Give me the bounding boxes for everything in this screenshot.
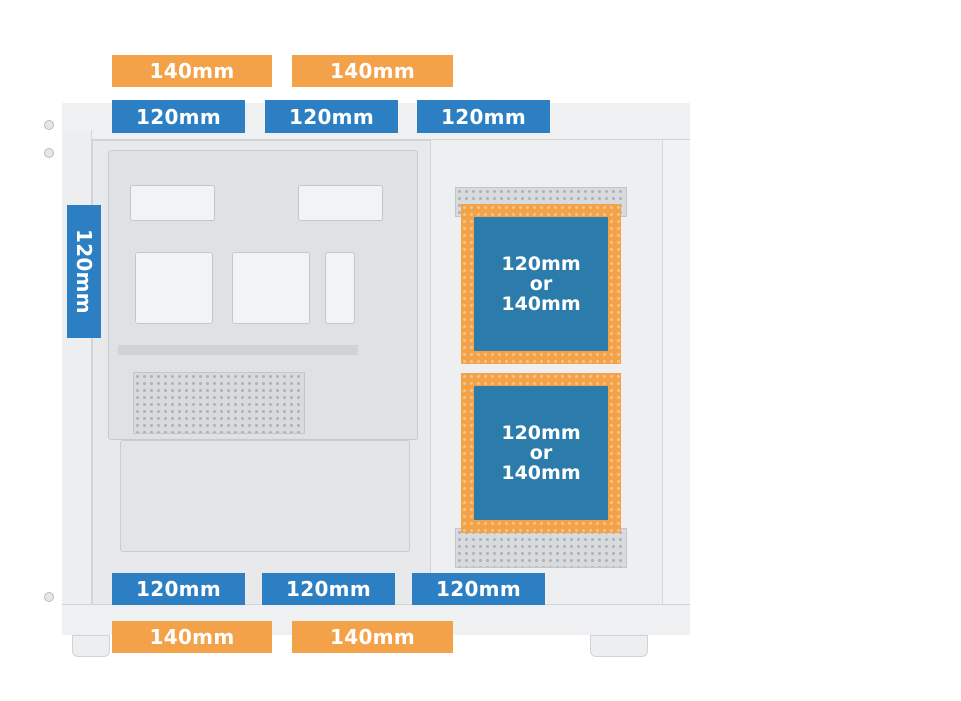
fan-size-option: 140mm xyxy=(501,462,581,484)
tray-cutout xyxy=(325,252,355,324)
tray-crossbar xyxy=(118,345,358,355)
bottom-fan-120-label: 120mm xyxy=(262,573,395,605)
case-foot xyxy=(590,635,648,657)
side-fan-2-label: 120mm or 140mm xyxy=(474,386,608,520)
fan-size-or: or xyxy=(529,273,553,295)
bottom-fan-120-label: 120mm xyxy=(112,573,245,605)
top-fan-120-label: 120mm xyxy=(265,100,398,133)
top-fan-140-label: 140mm xyxy=(112,55,272,87)
tray-mesh-vent xyxy=(133,372,305,434)
side-mesh-bottom xyxy=(455,528,627,568)
thumb-screw xyxy=(44,120,54,130)
bottom-fan-140-label: 140mm xyxy=(112,621,272,653)
fan-size-or: or xyxy=(529,442,553,464)
fan-size-option: 140mm xyxy=(501,293,581,315)
bottom-fan-140-label: 140mm xyxy=(292,621,453,653)
side-fan-1-label: 120mm or 140mm xyxy=(474,217,608,351)
top-fan-120-label: 120mm xyxy=(112,100,245,133)
case-foot xyxy=(72,635,110,657)
side-fan-mount-2: 120mm or 140mm xyxy=(461,373,621,533)
top-fan-140-label: 140mm xyxy=(292,55,453,87)
thumb-screw xyxy=(44,148,54,158)
case-rear-pillar xyxy=(62,130,92,620)
psu-shroud xyxy=(120,440,410,552)
tray-cutout xyxy=(135,252,213,324)
fan-size-option: 120mm xyxy=(501,422,581,444)
top-fan-120-label: 120mm xyxy=(417,100,550,133)
fan-size-option: 120mm xyxy=(501,253,581,275)
rear-fan-120-label: 120mm xyxy=(67,205,101,338)
tray-cutout xyxy=(232,252,310,324)
tray-cutout xyxy=(130,185,215,221)
thumb-screw xyxy=(44,592,54,602)
side-fan-mount-1: 120mm or 140mm xyxy=(461,204,621,364)
bottom-fan-120-label: 120mm xyxy=(412,573,545,605)
tray-cutout xyxy=(298,185,383,221)
case-front-edge xyxy=(662,140,690,604)
